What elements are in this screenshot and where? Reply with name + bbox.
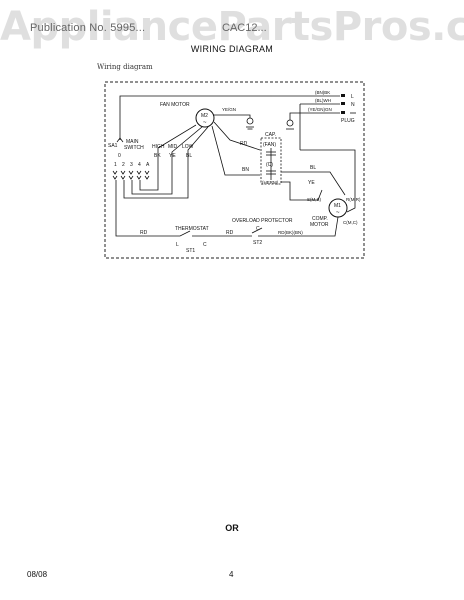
motor-label: MOTOR (310, 222, 329, 228)
overload-c-label: C (256, 226, 260, 232)
switch-arrow (116, 137, 124, 143)
mid-label: MID (168, 144, 178, 150)
wire-bl-compressor (281, 171, 346, 196)
ground-icon (246, 117, 254, 125)
rd-bottom-label: RD (140, 230, 148, 236)
switch-contacts-row1 (112, 170, 150, 175)
cap-c-label: (C) (266, 162, 273, 168)
footer-date: 08/08 (27, 570, 48, 579)
cap-fan-label: (FAN) (263, 142, 276, 148)
ye-right-label: YE (308, 180, 315, 186)
bk-label: BK (154, 153, 161, 159)
comp-label: COMP. (312, 216, 328, 222)
ye-gn-top-label: YE/GN (222, 107, 236, 112)
diagram-caption: Wiring diagram (97, 63, 153, 71)
plug-pin-n (341, 102, 345, 105)
low-label: LOW (182, 144, 194, 150)
wire-fan-ground (214, 114, 251, 118)
wire-plug-ground (289, 112, 340, 120)
m1-label: M1 (334, 203, 341, 209)
switch-4-label: 4 (138, 162, 141, 168)
publication-number: Publication No. 5995... (30, 22, 146, 34)
st2-label: ST2 (253, 240, 262, 246)
plug-n-label: N (351, 102, 355, 108)
switch-label: SWITCH (124, 145, 144, 151)
thermostat-l-label: L (176, 242, 179, 248)
page-number: 4 (229, 570, 234, 579)
or-label: OR (225, 523, 239, 533)
bl-low-label: BL (186, 153, 192, 159)
sa1-label: SA1 (108, 143, 118, 149)
wire-high (139, 124, 197, 191)
plug-pin-ground (341, 111, 345, 114)
page-title: WIRING DIAGRAM (190, 44, 274, 54)
switch-a-label: A (146, 162, 150, 168)
cmc-label: C(M,C) (343, 220, 358, 225)
wire-l-to-switch (119, 95, 272, 140)
main-label: MAIN (126, 139, 139, 145)
plug-label: PLUG (341, 118, 355, 124)
wire-bn-cap (211, 125, 260, 176)
wire-bottom-rd (115, 180, 170, 237)
overload-label: OVERLOAD PROTECTOR (232, 218, 293, 224)
rmr-label: R(M,R) (346, 197, 361, 202)
switch-1-label: 1 (114, 162, 117, 168)
fan-motor-label: FAN MOTOR (160, 102, 190, 108)
rdbkbn-label: RD(BK)(BN) (278, 230, 303, 235)
wire-ye-compressor (281, 181, 323, 201)
plug-bnbk-label: (BN)BK (315, 90, 330, 95)
cap-herm-label: (HERM) (262, 180, 279, 185)
rd-mid-label: RD (226, 230, 234, 236)
thermostat-c-label: C (203, 242, 207, 248)
high-label: HIGH (152, 144, 165, 150)
plug-yegn-label: (YE/GN)GN (308, 107, 332, 112)
bn-cap-label: BN (242, 167, 249, 173)
fan-motor-symbol (195, 108, 215, 128)
wire-overload-compressor (266, 216, 339, 237)
ye-mid-label: YE (169, 153, 176, 159)
wire-n-compressor (300, 149, 356, 213)
capacitor-box (260, 137, 282, 185)
model-number: CAC12... (222, 22, 267, 34)
switch-zero-label: 0 (118, 153, 121, 159)
wire-mid (131, 126, 203, 195)
m1-tilde: ~ (336, 210, 340, 216)
m2-label: M2 (201, 113, 208, 119)
switch-2-label: 2 (122, 162, 125, 168)
plug-pin-l (341, 94, 345, 97)
rd-cap-label: RD (240, 141, 248, 147)
wire-rd-cap (213, 121, 261, 151)
thermostat-label: THERMOSTAT (175, 226, 209, 232)
switch-contacts-row2 (112, 175, 150, 180)
bl-right-label: BL (310, 165, 316, 171)
thermostat-contact (170, 230, 205, 237)
sms-label: S(M,S) (307, 197, 322, 202)
overload-contact (251, 227, 266, 237)
m2-tilde: ~ (203, 120, 207, 126)
switch-3-label: 3 (130, 162, 133, 168)
plug-ground-icon (286, 119, 294, 127)
diagram-frame (104, 81, 365, 259)
plug-l-label: L (351, 94, 354, 100)
st1-label: ST1 (186, 248, 195, 254)
plug-blwh-label: (BL)WH (315, 98, 331, 103)
wire-low (123, 126, 209, 199)
cap-label: CAP. (265, 132, 276, 138)
